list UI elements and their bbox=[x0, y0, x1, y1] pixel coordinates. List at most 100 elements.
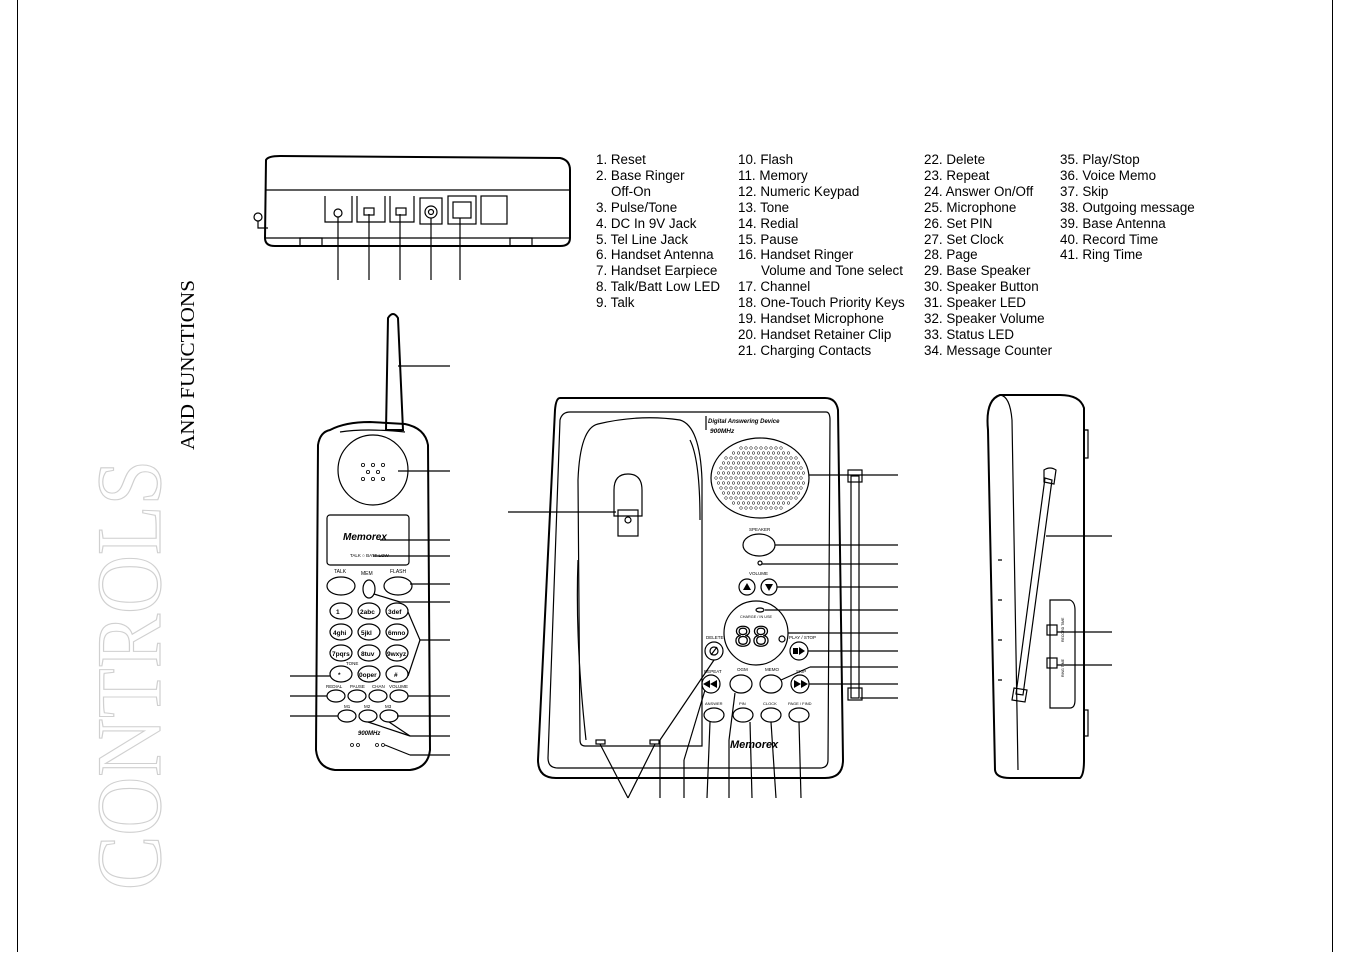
grille-hole bbox=[754, 486, 758, 490]
legend-item: 36. Voice Memo bbox=[1060, 167, 1157, 183]
grille-hole bbox=[764, 476, 768, 480]
key-5[interactable] bbox=[357, 623, 381, 641]
key-star[interactable] bbox=[329, 665, 353, 683]
pause-button[interactable] bbox=[347, 689, 367, 703]
grille-hole bbox=[734, 496, 738, 500]
grille-hole bbox=[781, 491, 786, 495]
redial-button[interactable] bbox=[326, 689, 346, 703]
key-9[interactable] bbox=[385, 644, 409, 662]
legend-item: 9. Talk bbox=[596, 295, 635, 311]
grille-hole bbox=[769, 446, 773, 450]
key-hash[interactable] bbox=[385, 665, 409, 683]
grille-hole bbox=[761, 471, 766, 475]
m2-button[interactable] bbox=[358, 709, 378, 723]
grille-hole bbox=[724, 496, 728, 500]
legend-item: 30. Speaker Button bbox=[924, 279, 1039, 295]
grille-hole bbox=[766, 481, 771, 485]
grille-hole bbox=[794, 476, 798, 480]
grille-hole bbox=[724, 456, 728, 460]
talk-button[interactable] bbox=[326, 576, 356, 596]
grille-hole bbox=[721, 461, 726, 465]
repeat-button[interactable] bbox=[701, 674, 721, 694]
grille-hole bbox=[786, 481, 791, 485]
delete-label: DELETE bbox=[706, 635, 724, 640]
grille-hole bbox=[781, 451, 786, 455]
legend-item: 23. Repeat bbox=[924, 167, 990, 183]
clock-label: CLOCK bbox=[763, 701, 777, 706]
key-7[interactable] bbox=[329, 644, 353, 662]
legend-item: 13. Tone bbox=[738, 199, 790, 215]
m3-button[interactable] bbox=[379, 709, 399, 723]
grille-hole bbox=[764, 446, 768, 450]
pin-button[interactable] bbox=[732, 707, 754, 723]
key-6[interactable] bbox=[385, 623, 409, 641]
grille-hole bbox=[771, 491, 776, 495]
speaker-button[interactable] bbox=[742, 533, 776, 557]
grille-hole bbox=[761, 461, 766, 465]
grille-hole bbox=[776, 491, 781, 495]
grille-hole bbox=[731, 461, 736, 465]
grille-hole bbox=[784, 486, 788, 490]
grille-hole bbox=[739, 496, 743, 500]
ogm-label: OGM bbox=[737, 667, 748, 672]
clock-button[interactable] bbox=[760, 707, 782, 723]
key-label: * bbox=[338, 672, 341, 679]
grille-hole bbox=[759, 486, 763, 490]
legend-item: 35. Play/Stop bbox=[1060, 152, 1140, 167]
grille-hole bbox=[744, 486, 748, 490]
grille-hole bbox=[736, 461, 741, 465]
legend-item: 21. Charging Contacts bbox=[738, 342, 872, 358]
ring-time-switch[interactable] bbox=[1046, 657, 1058, 669]
legend-item: 27. Set Clock bbox=[924, 231, 1004, 247]
key-4[interactable] bbox=[329, 623, 353, 641]
key-0[interactable] bbox=[357, 665, 381, 683]
grille-hole bbox=[779, 486, 783, 490]
page-find-button[interactable] bbox=[788, 707, 810, 723]
memo-button[interactable] bbox=[759, 674, 783, 694]
volume-up-icon bbox=[743, 583, 751, 590]
answer-button[interactable] bbox=[703, 707, 725, 723]
key-1[interactable] bbox=[329, 602, 353, 620]
grille-hole bbox=[794, 466, 798, 470]
volume-button[interactable] bbox=[389, 689, 409, 703]
grille-hole bbox=[746, 491, 751, 495]
grille-hole bbox=[729, 456, 733, 460]
grille-hole bbox=[754, 456, 758, 460]
key-8[interactable] bbox=[357, 644, 381, 662]
grille-hole bbox=[789, 456, 793, 460]
grille-hole bbox=[749, 456, 753, 460]
chan-button[interactable] bbox=[368, 689, 388, 703]
ogm-button[interactable] bbox=[729, 674, 753, 694]
grille-hole bbox=[799, 466, 803, 470]
vertical-title: CONTROLS AND FUNCTIONS bbox=[77, 280, 199, 891]
play-stop-label: PLAY / STOP bbox=[789, 635, 816, 640]
pin-label: PIN bbox=[739, 701, 746, 706]
grille-hole bbox=[761, 501, 766, 505]
flash-button[interactable] bbox=[383, 576, 413, 596]
key-2[interactable] bbox=[357, 602, 381, 620]
grille-hole bbox=[744, 466, 748, 470]
m1-button[interactable] bbox=[337, 709, 357, 723]
key-label: 5jkl bbox=[361, 630, 372, 637]
grille-hole bbox=[756, 481, 761, 485]
legend-item: 26. Set PIN bbox=[924, 215, 993, 231]
grille-hole bbox=[789, 466, 793, 470]
volume-label: VOLUME bbox=[389, 684, 408, 689]
mem-button[interactable] bbox=[362, 579, 376, 599]
key-label: 9wxyz bbox=[387, 651, 407, 658]
grille-hole bbox=[754, 496, 758, 500]
legend-item: 40. Record Time bbox=[1060, 231, 1159, 247]
legend-item: 38. Outgoing message bbox=[1060, 199, 1195, 215]
grille-hole bbox=[791, 471, 796, 475]
grille-hole bbox=[751, 501, 756, 505]
grille-hole bbox=[744, 476, 748, 480]
legend-item: 8. Talk/Batt Low LED bbox=[596, 279, 721, 295]
grille-hole bbox=[751, 461, 756, 465]
grille-hole bbox=[786, 501, 791, 505]
record-time-switch[interactable] bbox=[1046, 624, 1058, 636]
volume-up-button[interactable] bbox=[738, 578, 756, 596]
legend-item: 22. Delete bbox=[924, 152, 986, 167]
key-3[interactable] bbox=[385, 602, 409, 620]
grille-hole bbox=[776, 451, 781, 455]
grille-hole bbox=[791, 491, 796, 495]
